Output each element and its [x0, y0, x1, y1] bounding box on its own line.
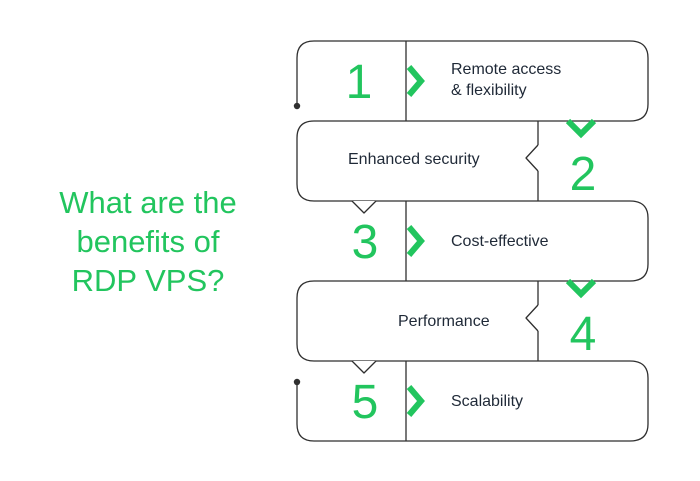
chevron-right-icon [406, 385, 425, 417]
headline-line-1: What are the [59, 185, 237, 220]
notch-2 [525, 144, 539, 172]
step-3-number: 3 [352, 216, 379, 269]
chevron-right-icon [406, 225, 425, 257]
step-2-number: 2 [570, 148, 597, 201]
chevron-right-icon [406, 65, 425, 97]
step-5-number: 5 [352, 376, 379, 429]
step-1-label: Remote access & flexibility [451, 61, 566, 99]
step-4-number: 4 [570, 308, 597, 361]
flow-outline [296, 40, 649, 442]
notch-4 [525, 304, 539, 332]
notch-3 [351, 200, 377, 214]
start-dot [293, 102, 301, 110]
step-2-label: Enhanced security [348, 151, 480, 168]
step-3-label: Cost-effective [451, 233, 549, 250]
step-4-label: Performance [398, 313, 490, 330]
headline-line-3: RDP VPS? [71, 263, 225, 298]
chevron-down-icon [565, 118, 597, 139]
step-1-label-line-1: Remote access [451, 61, 561, 78]
chevron-down-icon [565, 278, 597, 299]
step-5-label: Scalability [451, 393, 523, 410]
step-1-number: 1 [346, 56, 373, 109]
end-dot [293, 378, 301, 386]
headline-line-2: benefits of [76, 224, 220, 259]
headline: What are the benefits of RDP VPS? [18, 183, 278, 300]
notch-5 [351, 360, 377, 374]
step-1-label-line-2: & flexibility [451, 82, 527, 99]
